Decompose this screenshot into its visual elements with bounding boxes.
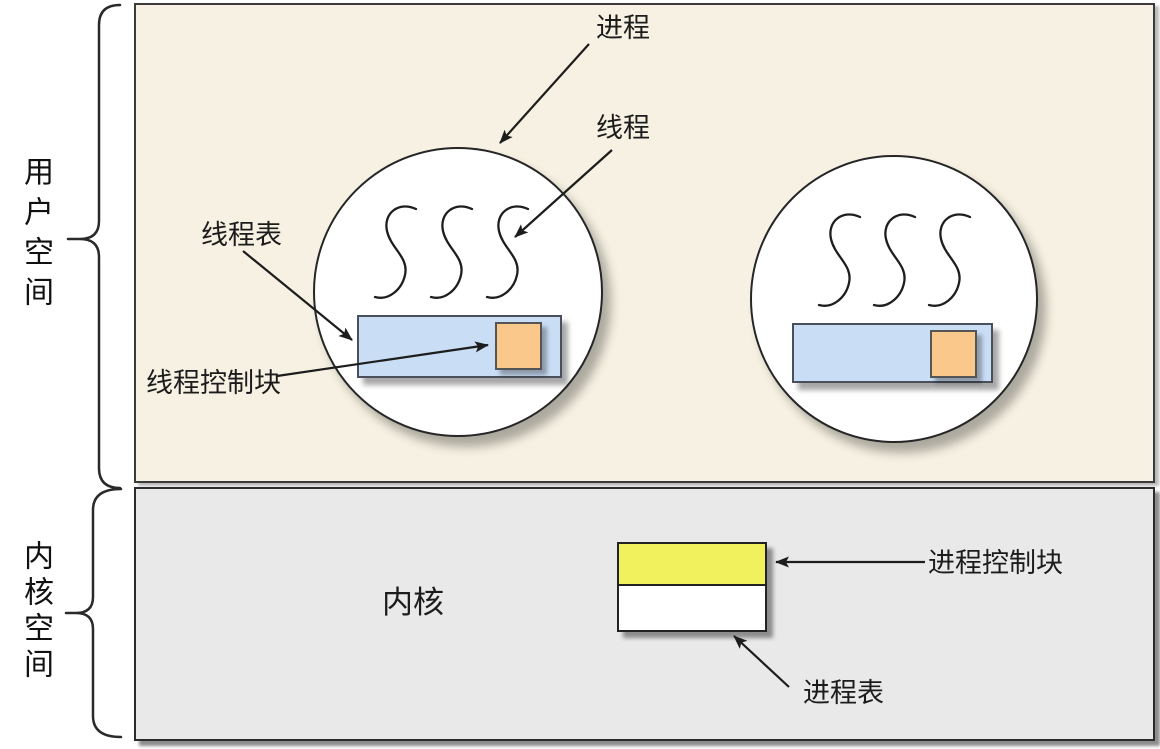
process-circle-2: [750, 155, 1038, 443]
process-table-row: [619, 586, 765, 630]
process-control-block-label: 进程控制块: [928, 548, 1063, 578]
process-table-box: [617, 542, 767, 632]
kernel-space-label: 内核空间: [19, 540, 52, 684]
thread-label: 线程: [596, 113, 650, 143]
thread-control-block-1: [495, 322, 542, 370]
thread-control-block-label: 线程控制块: [146, 368, 281, 398]
thread-control-block-2: [930, 330, 977, 378]
thread-table-label: 线程表: [201, 220, 282, 250]
user-space-label: 用户空间: [19, 156, 52, 316]
user-space-brace-icon: [66, 3, 122, 490]
kernel-space-brace-icon: [64, 487, 123, 739]
process-circle-1: [313, 147, 603, 437]
process-label: 进程: [596, 13, 650, 43]
kernel-label: 内核: [382, 585, 444, 620]
process-control-block-row: [619, 544, 765, 586]
process-table-label: 进程表: [803, 678, 884, 708]
